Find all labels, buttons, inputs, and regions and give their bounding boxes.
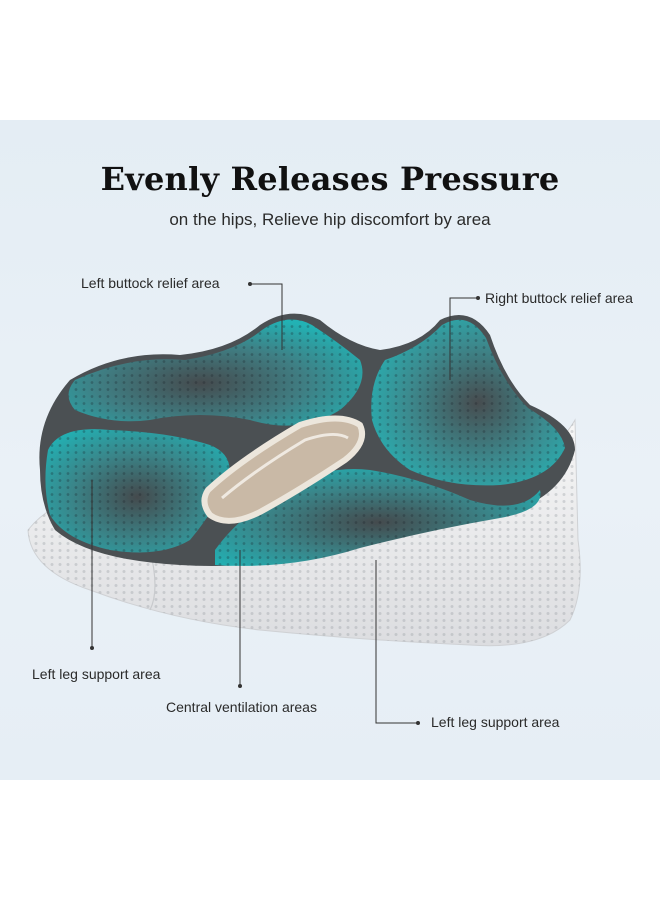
subheadline: on the hips, Relieve hip discomfort by a… — [169, 210, 491, 229]
callout-left-leg: Left leg support area — [32, 666, 161, 682]
headline: Evenly Releases Pressure — [100, 160, 560, 198]
callout-dots — [90, 282, 480, 725]
central-vent-hole — [201, 415, 366, 524]
image-panel: Evenly Releases Pressure on the hips, Re… — [0, 120, 660, 780]
callout-central-ventilation: Central ventilation areas — [166, 699, 317, 715]
callout-right-buttock: Right buttock relief area — [485, 290, 633, 306]
callout-left-buttock: Left buttock relief area — [81, 275, 220, 291]
seat-cushion-illustration — [27, 282, 581, 725]
callout-right-leg: Left leg support area — [431, 714, 560, 730]
callout-lines — [91, 283, 478, 724]
